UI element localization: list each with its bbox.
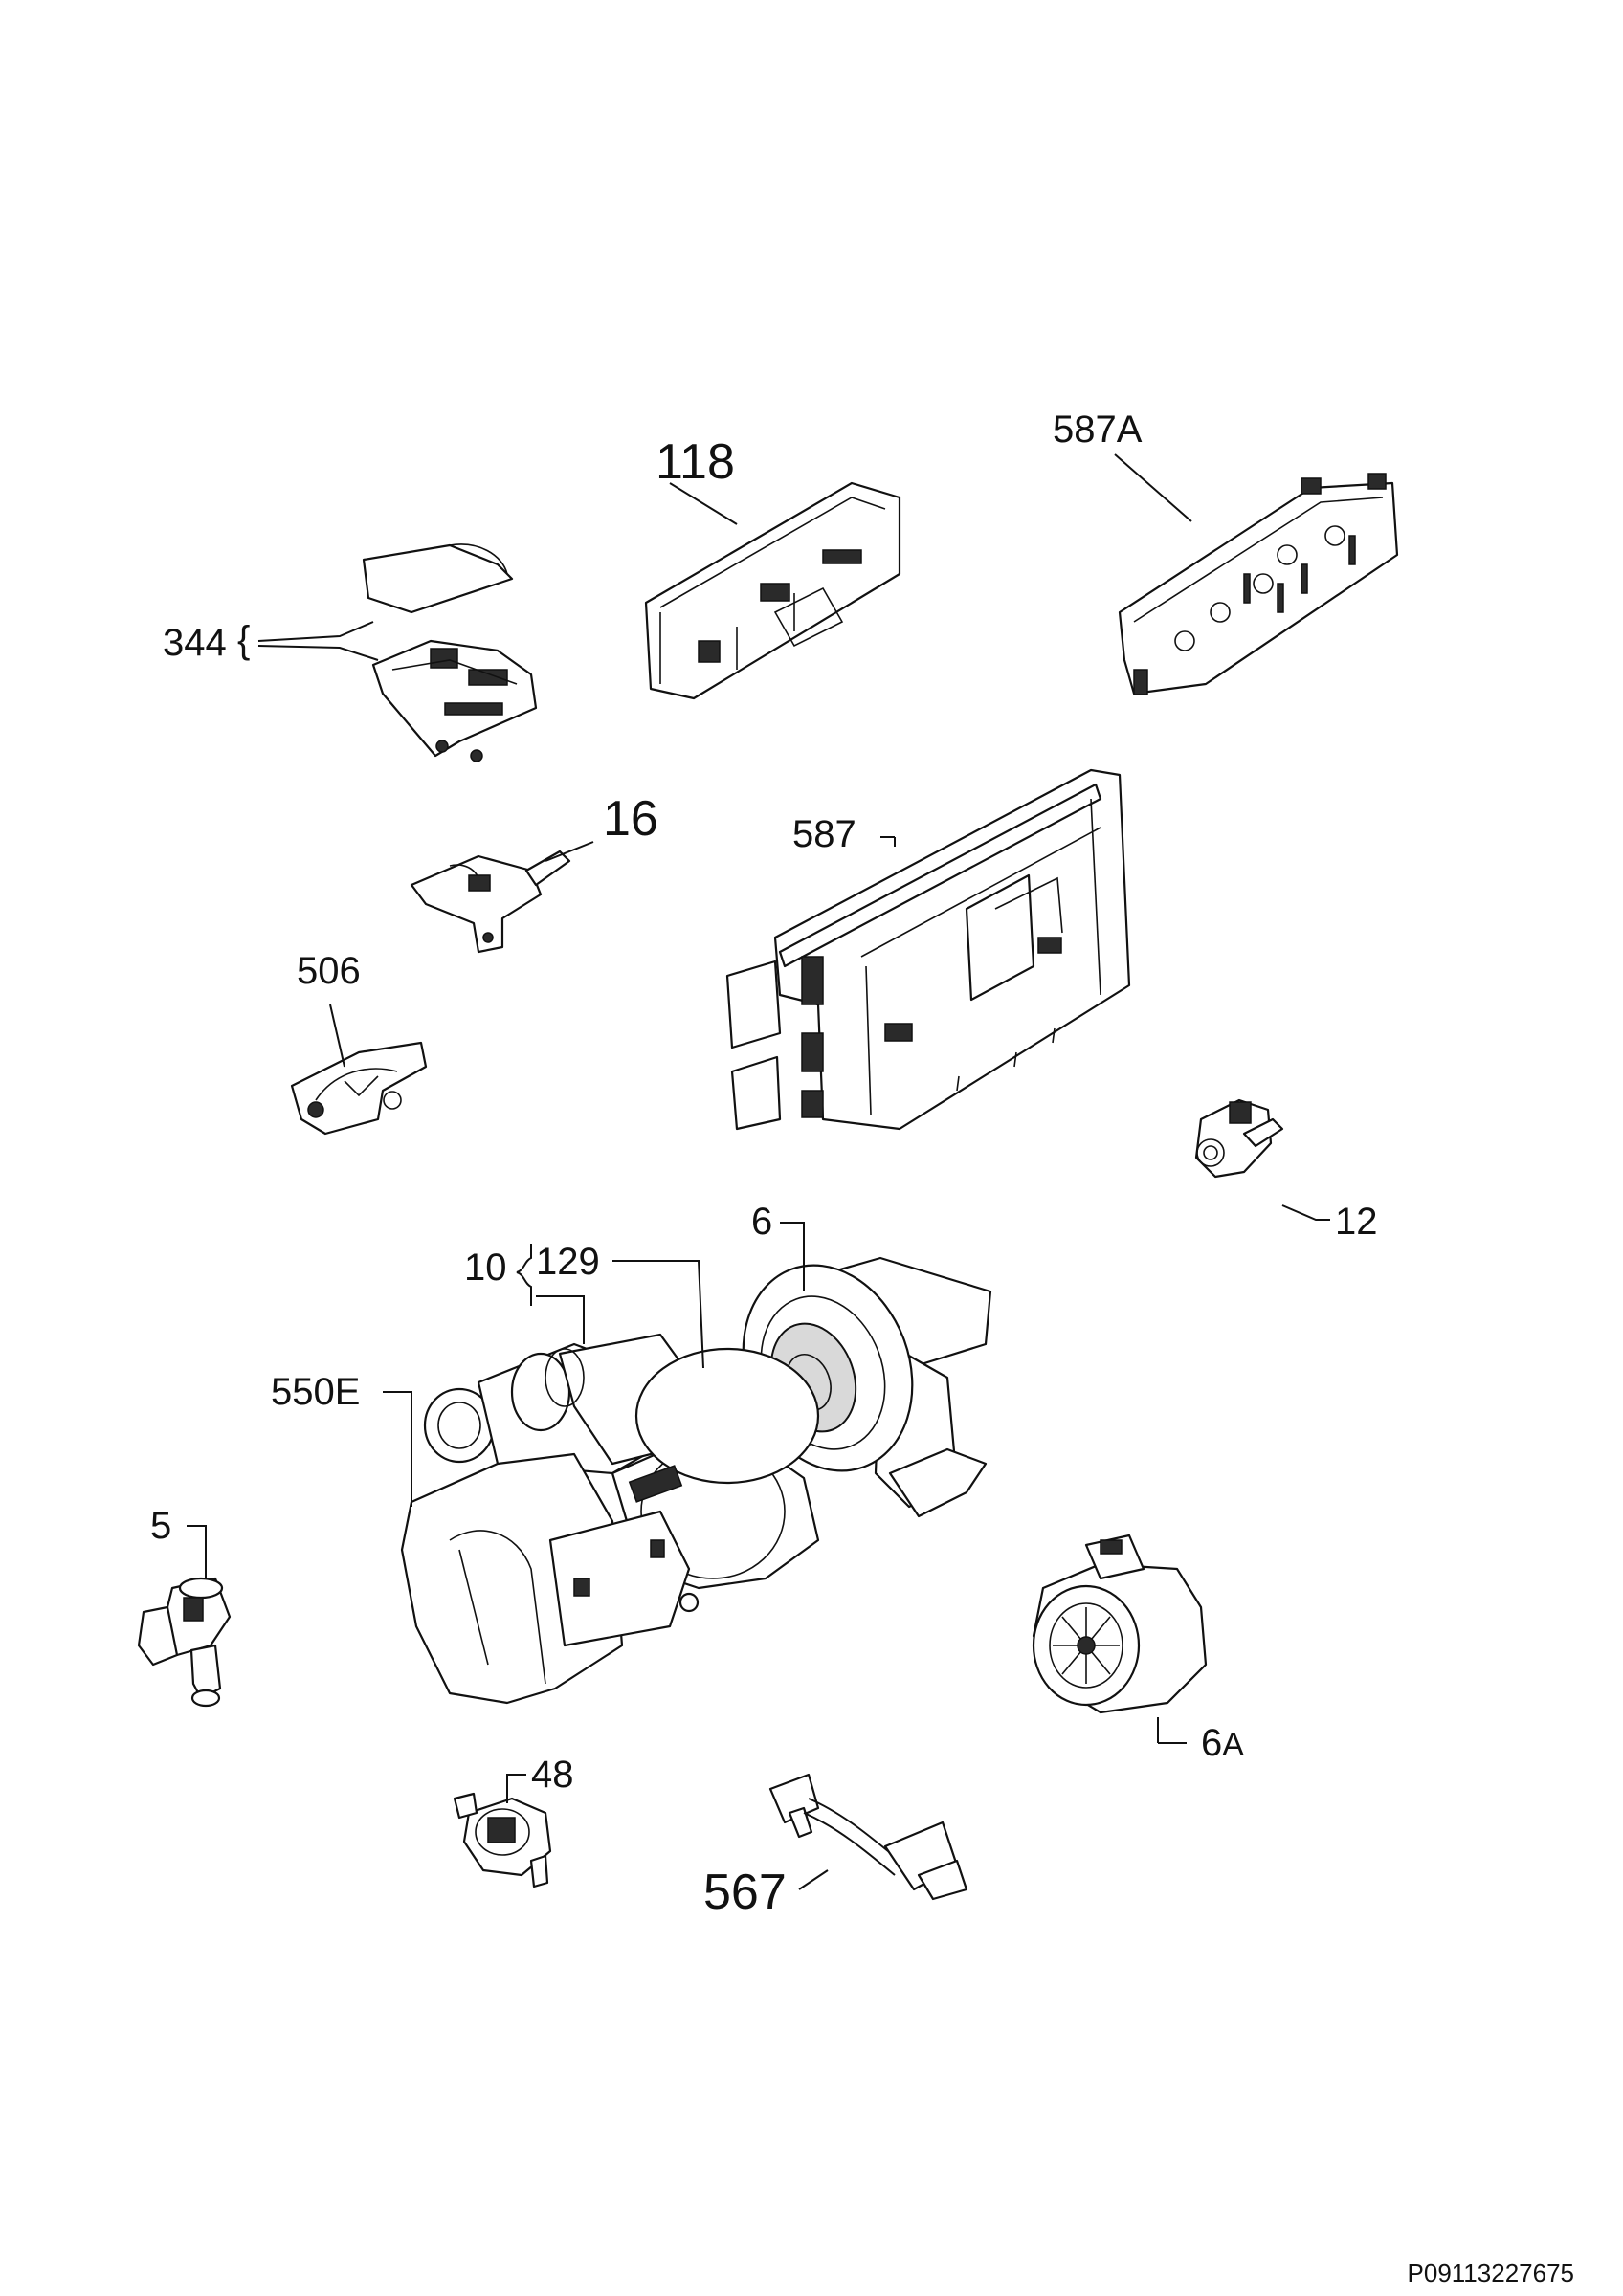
- part-6-drawing: [742, 1256, 992, 1518]
- label-16: 16: [603, 791, 658, 847]
- label-6A-number: 6: [1201, 1722, 1222, 1764]
- label-6: 6: [751, 1201, 772, 1243]
- label-587A: 587A: [1053, 408, 1143, 451]
- part-587-drawing: [725, 768, 1131, 1131]
- label-506: 506: [297, 950, 361, 992]
- part-344-drawing: [362, 543, 538, 762]
- leader-lines: [187, 453, 1330, 1890]
- label-5: 5: [150, 1505, 171, 1547]
- part-587A-drawing: [1118, 473, 1399, 695]
- part-118-drawing: [644, 481, 901, 700]
- part-16-drawing: [410, 850, 571, 954]
- part-12-drawing: [1194, 1098, 1284, 1179]
- label-344: 344: [163, 622, 227, 664]
- label-567: 567: [703, 1865, 787, 1920]
- part-labels: 118 587A 344 { 16 587 506 12 6 10 129 55…: [150, 408, 1574, 2287]
- label-129: 129: [536, 1241, 600, 1283]
- brace-344: {: [237, 619, 250, 661]
- label-48: 48: [531, 1754, 574, 1796]
- label-12: 12: [1335, 1201, 1378, 1243]
- part-506-drawing: [290, 1041, 428, 1136]
- part-550E-drawing: [400, 1333, 820, 1705]
- label-118: 118: [656, 434, 735, 490]
- part-48-drawing: [453, 1792, 552, 1888]
- label-550E: 550E: [271, 1371, 360, 1413]
- label-6A: 6A: [1201, 1722, 1244, 1764]
- label-6A-suffix: A: [1222, 1727, 1244, 1763]
- part-6A-drawing: [1032, 1534, 1208, 1714]
- label-587: 587: [792, 813, 856, 855]
- reference-code: P09113227675: [1408, 2259, 1574, 2287]
- label-10: 10: [464, 1247, 507, 1289]
- part-567-drawing: [768, 1773, 968, 1901]
- part-5-drawing: [137, 1577, 232, 1708]
